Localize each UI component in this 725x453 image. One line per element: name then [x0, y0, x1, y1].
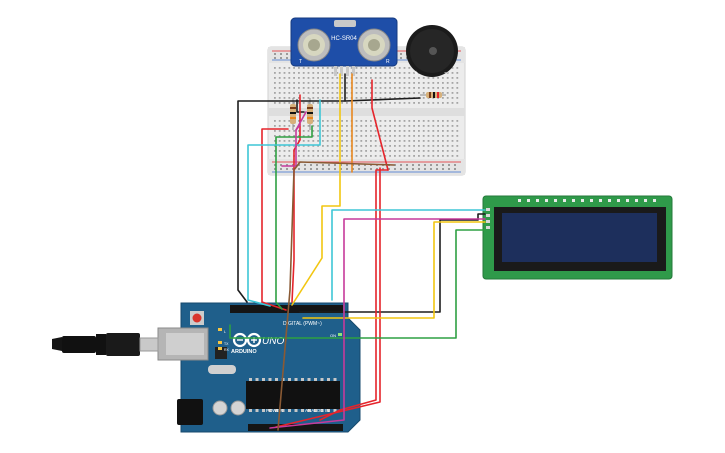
power-jack — [177, 399, 203, 425]
capacitor-1 — [212, 400, 228, 416]
ultrasonic-sensor[interactable]: HC-SR04 T R — [290, 17, 398, 76]
digital-pwm-label: DIGITAL (PWM~) — [283, 321, 322, 327]
tx-label: TX — [224, 342, 229, 346]
power-label: POWER — [266, 408, 284, 413]
wire-green-lcd[interactable] — [229, 229, 486, 339]
sensor-t-mark: T — [299, 59, 302, 65]
on-led-label: ON — [330, 333, 336, 338]
buzzer-minus-label: − — [444, 70, 448, 77]
l-led-label: L — [224, 330, 226, 334]
arduino-brand-label: ARDUINO — [231, 349, 257, 355]
resistor-2[interactable] — [307, 98, 313, 130]
wire-black-short[interactable] — [296, 99, 305, 113]
crystal-oscillator — [334, 20, 356, 27]
lcd-header-pins — [486, 199, 656, 229]
arduino-uno-board[interactable]: ARDUINO UNO DIGITAL (PWM~) POWER ANALOG … — [157, 302, 361, 433]
atmega-chip — [246, 381, 340, 409]
piezo-buzzer[interactable]: + − — [406, 25, 458, 77]
usb-cable[interactable] — [52, 333, 159, 356]
arduino-model-label: UNO — [262, 336, 284, 347]
resistor-3[interactable] — [420, 92, 446, 98]
wire-yellow-lcd[interactable] — [302, 221, 486, 319]
analog-in-label: ANALOG IN — [305, 408, 330, 413]
digital-header[interactable] — [230, 305, 343, 313]
wire-black-gnd-left[interactable] — [237, 73, 346, 303]
crystal — [208, 365, 236, 374]
l-led — [218, 328, 222, 331]
wire-black-gnd-right[interactable] — [344, 97, 421, 102]
wire-cyan-bb[interactable] — [247, 99, 321, 307]
rx-led — [218, 347, 222, 350]
tx-led — [218, 341, 222, 344]
resistor-1[interactable] — [290, 98, 296, 130]
wire-red-buzzer[interactable] — [371, 79, 389, 171]
on-led — [338, 333, 342, 336]
sensor-r-mark: R — [386, 59, 390, 65]
wire-cyan-lcd[interactable] — [331, 209, 486, 301]
wire-red-5v-bb[interactable] — [261, 128, 289, 311]
capacitor-2 — [230, 400, 246, 416]
sensor-model-label: HC-SR04 — [331, 36, 357, 42]
reset-button[interactable] — [192, 313, 202, 323]
wire-black-lcd[interactable] — [299, 213, 486, 313]
wire-brown[interactable] — [277, 161, 395, 431]
wire-yellow-sensor[interactable] — [291, 73, 341, 306]
power-analog-header[interactable] — [248, 424, 343, 431]
wire-magenta-lcd[interactable] — [269, 218, 486, 429]
lcd-16x2-display[interactable] — [482, 195, 673, 280]
buzzer-plus-label: + — [414, 70, 418, 77]
lcd-screen — [502, 213, 657, 262]
wire-red-arduino-5v[interactable] — [275, 167, 381, 428]
wire-magenta-short[interactable] — [295, 111, 307, 131]
wire-green-bb[interactable] — [275, 125, 313, 310]
rx-label: RX — [224, 348, 230, 352]
